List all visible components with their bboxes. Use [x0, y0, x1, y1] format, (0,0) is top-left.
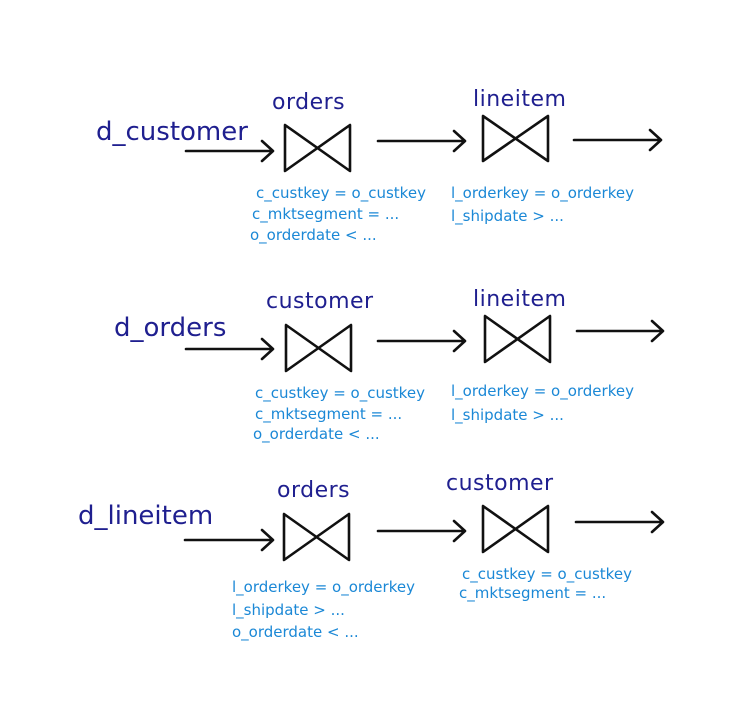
- join-table-label: customer: [266, 289, 374, 314]
- plan-row: d_orders customer c_custkey = o_custkey …: [114, 287, 665, 444]
- bowtie-join-icon: [282, 512, 351, 562]
- arrow-icon: [376, 129, 467, 153]
- bowtie-join-icon: [283, 123, 352, 173]
- join-table-label: orders: [272, 90, 345, 115]
- join-predicates: c_custkey = o_custkey c_mktsegment = ...…: [250, 184, 426, 245]
- arrow-icon: [376, 519, 467, 543]
- bowtie-join-icon: [481, 114, 550, 163]
- arrow-icon: [184, 337, 275, 361]
- join-predicate: c_mktsegment = ...: [252, 205, 399, 224]
- plan-row: d_customer orders c_custkey = o_custkey …: [96, 87, 663, 245]
- join-predicate: l_orderkey = o_orderkey: [451, 382, 634, 401]
- bowtie-join-icon: [481, 504, 550, 554]
- bowtie-join-icon: [483, 314, 552, 364]
- join-predicate: l_shipdate > ...: [451, 207, 564, 226]
- join-predicate: c_mktsegment = ...: [255, 405, 402, 424]
- join-predicate: c_mktsegment = ...: [459, 584, 606, 603]
- arrow-icon: [572, 128, 663, 152]
- join-table-label: lineitem: [473, 87, 566, 112]
- join-predicates: c_custkey = o_custkey c_mktsegment = ...: [459, 565, 632, 603]
- join-predicate: c_custkey = o_custkey: [462, 565, 632, 584]
- join-table-label: lineitem: [473, 287, 566, 312]
- join-predicate: o_orderdate < ...: [250, 226, 377, 245]
- join-predicate: o_orderdate < ...: [253, 425, 380, 444]
- join-predicate: l_orderkey = o_orderkey: [232, 578, 415, 597]
- join-predicates: c_custkey = o_custkey c_mktsegment = ...…: [253, 384, 425, 444]
- arrow-icon: [575, 319, 665, 343]
- input-relation-label: d_customer: [96, 117, 248, 147]
- join-predicate: c_custkey = o_custkey: [256, 184, 426, 203]
- input-relation-label: d_lineitem: [78, 501, 213, 531]
- arrow-icon: [376, 329, 467, 353]
- join-predicate: o_orderdate < ...: [232, 623, 359, 642]
- join-predicate: c_custkey = o_custkey: [255, 384, 425, 403]
- arrow-icon: [184, 139, 275, 163]
- join-predicates: l_orderkey = o_orderkey l_shipdate > ...: [451, 184, 634, 226]
- plan-row: d_lineitem orders l_orderkey = o_orderke…: [78, 471, 665, 642]
- join-table-label: orders: [277, 478, 350, 503]
- join-predicate: l_shipdate > ...: [232, 601, 345, 620]
- join-predicates: l_orderkey = o_orderkey l_shipdate > ...: [451, 382, 634, 425]
- bowtie-join-icon: [284, 323, 353, 373]
- input-relation-label: d_orders: [114, 313, 226, 343]
- join-table-label: customer: [446, 471, 554, 496]
- arrow-icon: [574, 510, 665, 534]
- join-predicates: l_orderkey = o_orderkey l_shipdate > ...…: [232, 578, 415, 642]
- join-predicate: l_shipdate > ...: [451, 406, 564, 425]
- arrow-icon: [183, 528, 275, 552]
- join-predicate: l_orderkey = o_orderkey: [451, 184, 634, 203]
